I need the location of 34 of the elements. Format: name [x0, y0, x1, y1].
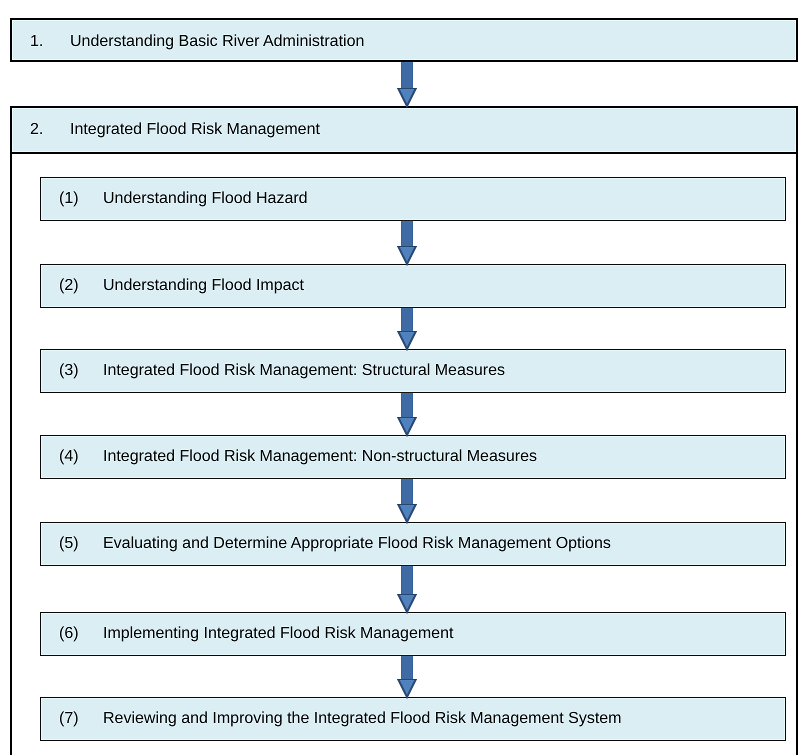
step-title: Understanding Flood Hazard — [103, 189, 308, 209]
process-box — [40, 612, 786, 656]
process-box — [40, 697, 786, 741]
step-title: Integrated Flood Risk Management: Structural Measures — [103, 361, 505, 381]
process-box — [40, 522, 786, 566]
step-title: Understanding Basic River Administration — [70, 32, 364, 52]
group-box — [10, 106, 798, 755]
step-title: Implementing Integrated Flood Risk Management — [103, 624, 454, 644]
step-title: Reviewing and Improving the Integrated Flood Risk Management System — [103, 709, 622, 729]
process-box — [40, 435, 786, 479]
process-box — [40, 349, 786, 393]
arrow — [397, 656, 417, 698]
arrow — [397, 308, 417, 350]
step-number: 1. — [30, 32, 44, 52]
arrow — [397, 479, 417, 523]
step-number: (7) — [59, 709, 79, 729]
step-number: (2) — [59, 276, 79, 296]
step-number: (1) — [59, 189, 79, 209]
step-title: Understanding Flood Impact — [103, 276, 304, 296]
process-box — [10, 18, 798, 62]
process-box — [40, 264, 786, 308]
step-number: (5) — [59, 534, 79, 554]
step-number: (3) — [59, 361, 79, 381]
arrow — [397, 62, 417, 107]
step-title: Evaluating and Determine Appropriate Flood Risk Management Options — [103, 534, 611, 554]
step-number: 2. — [30, 120, 44, 140]
step-number: (6) — [59, 624, 79, 644]
step-number: (4) — [59, 447, 79, 467]
step-title: Integrated Flood Risk Management: Non-structural Measures — [103, 447, 537, 467]
arrow — [397, 393, 417, 436]
process-box — [40, 177, 786, 221]
step-title: Integrated Flood Risk Management — [70, 120, 320, 140]
arrow — [397, 566, 417, 613]
arrow — [397, 221, 417, 265]
